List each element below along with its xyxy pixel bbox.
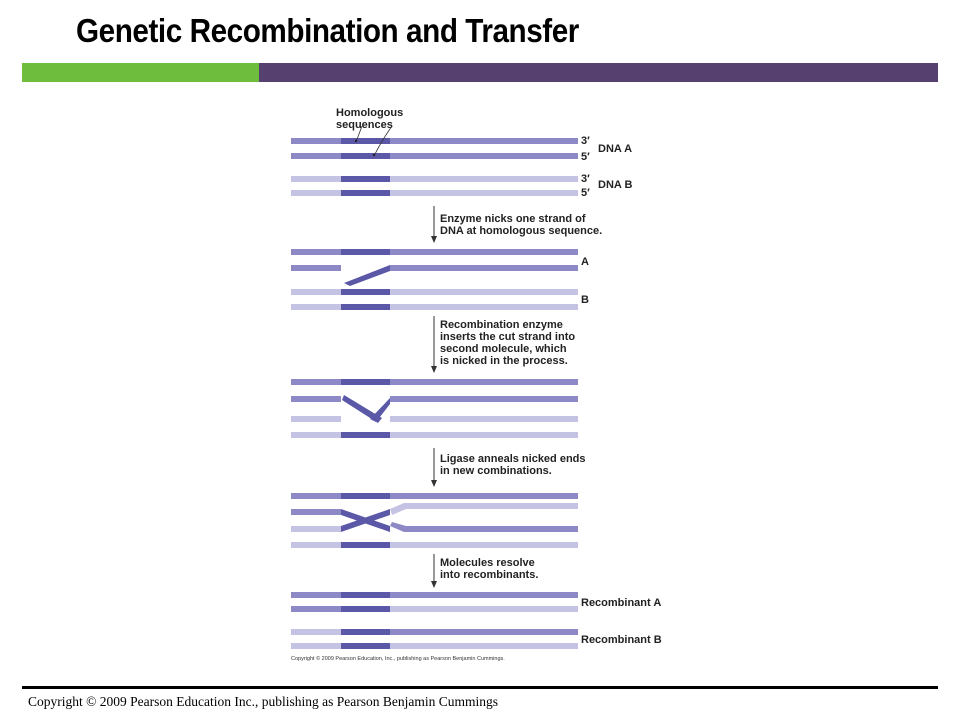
dna-a-top-strand xyxy=(291,138,578,144)
dna-a-top-homologous xyxy=(341,138,390,144)
stage2-a-right xyxy=(390,396,578,402)
dna-b-label: DNA B xyxy=(598,179,632,191)
stage3-a-top-homologous xyxy=(341,493,390,499)
dna-b-end-5: 5′ xyxy=(581,187,590,199)
stage2-nicked-strand xyxy=(370,398,390,422)
stage-invasion xyxy=(291,379,578,438)
step-4-text-line1: Molecules resolve xyxy=(440,557,535,569)
stage1-b-bottom-homologous xyxy=(341,304,390,310)
dna-b-end-3: 3′ xyxy=(581,173,590,185)
dna-b-bottom-strand xyxy=(291,190,578,196)
step-4-text-line2: into recombinants. xyxy=(440,569,538,581)
footer-copyright: Copyright © 2009 Pearson Education Inc.,… xyxy=(28,694,498,709)
step-3: Ligase anneals nicked ends in new combin… xyxy=(431,448,586,487)
slide-title: Genetic Recombination and Transfer xyxy=(76,12,579,49)
stage3-a-right-curved xyxy=(390,503,578,515)
stage-initial: Homologous sequences 3′ 5′ DNA A 3′ 5′ D… xyxy=(291,107,632,199)
recombination-diagram: Homologous sequences 3′ 5′ DNA A 3′ 5′ D… xyxy=(291,107,662,662)
step-3-text-line2: in new combinations. xyxy=(440,465,552,477)
dna-a-bottom-homologous xyxy=(341,153,390,159)
homologous-pointer-2 xyxy=(373,125,393,157)
step-2: Recombination enzyme inserts the cut str… xyxy=(431,316,575,373)
recombinant-a-label: Recombinant A xyxy=(581,597,661,609)
stage3-b-left xyxy=(291,526,341,532)
recombinant-a-bottom-homologous xyxy=(341,606,390,612)
stage3-b-right-curved xyxy=(390,522,578,532)
stage1-b-top-homologous xyxy=(341,289,390,295)
recombinant-b-label: Recombinant B xyxy=(581,634,662,646)
stage1-a-nicked-left xyxy=(291,265,341,271)
stage1-cut-strand xyxy=(344,265,390,286)
title-accent-bar-purple xyxy=(259,63,938,82)
stage1-label-b: B xyxy=(581,294,589,306)
recombinant-a-bottom-left xyxy=(291,606,341,612)
dna-b-bottom-homologous xyxy=(341,190,390,196)
homologous-pointer-dot-1 xyxy=(354,139,358,143)
stage2-b-left xyxy=(291,416,341,422)
recombination-figure: Homologous sequences 3′ 5′ DNA A 3′ 5′ D… xyxy=(280,98,700,670)
step-3-text-line1: Ligase anneals nicked ends xyxy=(440,453,586,465)
recombinant-a-bottom-right xyxy=(390,606,578,612)
figure-credit: Copyright © 2009 Pearson Education, Inc.… xyxy=(291,655,505,662)
step-1-arrowhead xyxy=(431,236,437,243)
title-accent-bar-green xyxy=(22,63,259,82)
step-2-arrowhead xyxy=(431,366,437,373)
stage2-b-bottom-homologous xyxy=(341,432,390,438)
step-2-text-line3: second molecule, which xyxy=(440,343,567,355)
stage3-a-left xyxy=(291,509,341,515)
step-1-text-line2: DNA at homologous sequence. xyxy=(440,225,602,237)
recombinant-a-top-strand xyxy=(291,592,578,598)
step-3-arrowhead xyxy=(431,480,437,487)
dna-b-top-homologous xyxy=(341,176,390,182)
stage2-a-top-homologous xyxy=(341,379,390,385)
dna-a-bottom-strand xyxy=(291,153,578,159)
stage1-b-top-strand xyxy=(291,289,578,295)
dna-a-label: DNA A xyxy=(598,143,632,155)
step-1-text-line1: Enzyme nicks one strand of xyxy=(440,213,586,225)
homologous-pointer-dot-2 xyxy=(372,153,376,157)
stage2-b-bottom-strand xyxy=(291,432,578,438)
stage2-a-left xyxy=(291,396,341,402)
stage1-b-bottom-strand xyxy=(291,304,578,310)
recombinant-b-top-homologous xyxy=(341,629,390,635)
stage2-invading-strand xyxy=(342,395,382,423)
stage1-a-top-homologous xyxy=(341,249,390,255)
stage2-b-right xyxy=(390,416,578,422)
homologous-label-line1: Homologous xyxy=(336,107,403,119)
step-2-text-line1: Recombination enzyme xyxy=(440,319,563,331)
step-4: Molecules resolve into recombinants. xyxy=(431,554,538,588)
dna-a-end-3: 3′ xyxy=(581,135,590,147)
stage-nicked: A B xyxy=(291,249,589,310)
recombinant-b-top-left xyxy=(291,629,341,635)
recombinant-a-top-homologous xyxy=(341,592,390,598)
recombinant-b-bottom-strand xyxy=(291,643,578,649)
step-1: Enzyme nicks one strand of DNA at homolo… xyxy=(431,206,602,243)
step-4-arrowhead xyxy=(431,581,437,588)
stage2-a-top-strand xyxy=(291,379,578,385)
dna-a-end-5: 5′ xyxy=(581,151,590,163)
stage3-b-bottom-strand xyxy=(291,542,578,548)
step-2-text-line2: inserts the cut strand into xyxy=(440,331,575,343)
recombinant-b-bottom-homologous xyxy=(341,643,390,649)
stage1-a-nicked-right xyxy=(390,265,578,271)
stage-recombinants: Recombinant A Recombinant B xyxy=(291,592,662,649)
step-2-text-line4: is nicked in the process. xyxy=(440,355,568,367)
stage-ligated xyxy=(291,493,578,548)
recombinant-b-top-right xyxy=(390,629,578,635)
dna-b-top-strand xyxy=(291,176,578,182)
stage1-label-a: A xyxy=(581,256,589,268)
footer-divider xyxy=(22,686,938,689)
stage3-cross-strand-2 xyxy=(341,509,390,532)
homologous-label-line2: sequences xyxy=(336,119,393,131)
stage3-a-top-strand xyxy=(291,493,578,499)
stage3-b-bottom-homologous xyxy=(341,542,390,548)
stage1-a-top-strand xyxy=(291,249,578,255)
